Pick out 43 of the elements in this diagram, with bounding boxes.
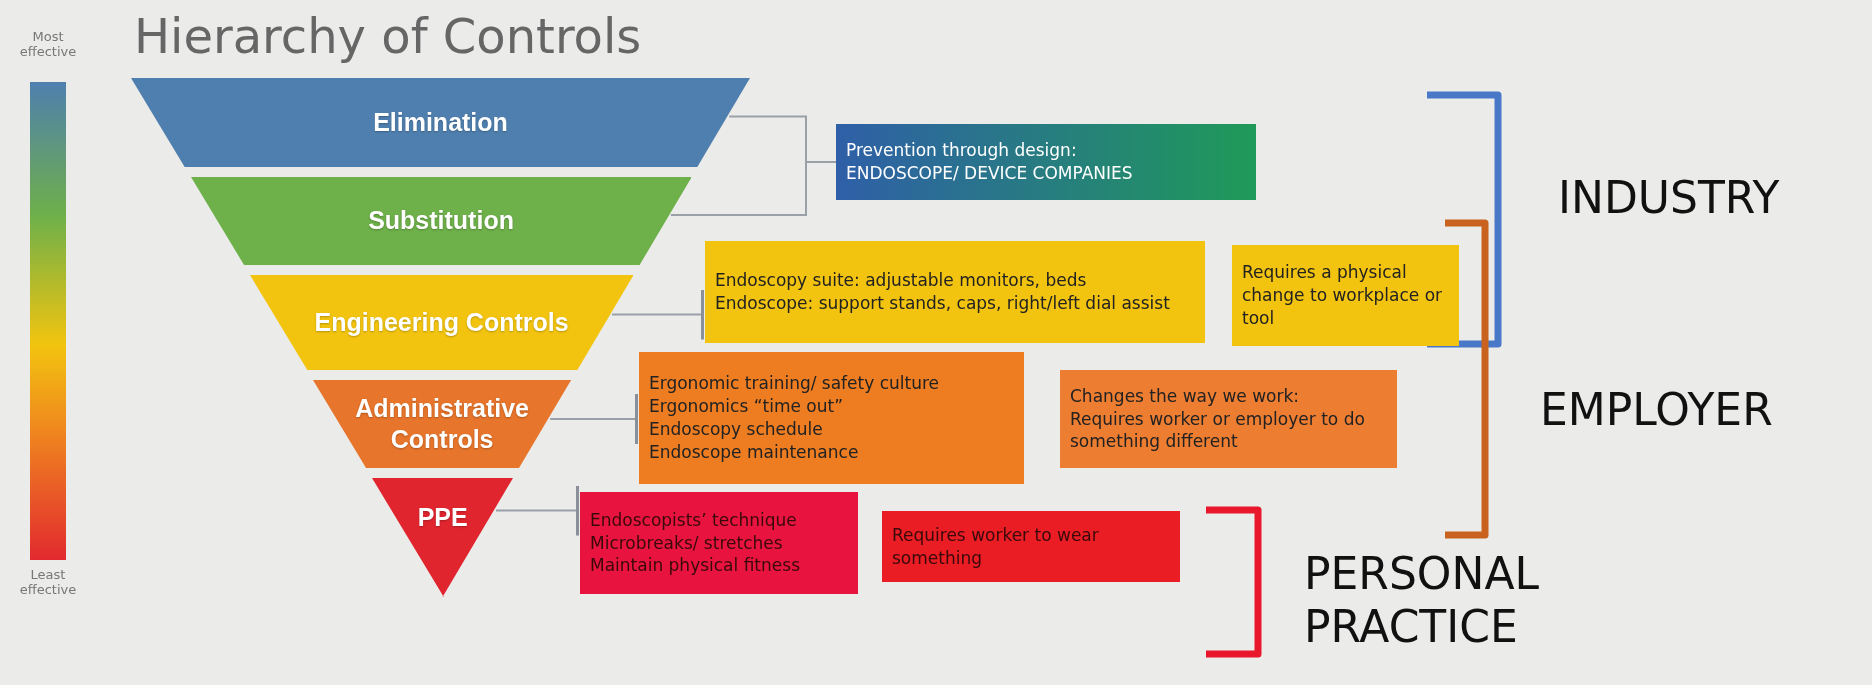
connector-line (494, 485, 579, 536)
title: Hierarchy of Controls (134, 8, 642, 64)
band-label: Elimination (373, 106, 508, 138)
note-box (882, 511, 1180, 582)
connector-line (611, 289, 704, 340)
connector-line (549, 394, 638, 444)
group-label: EMPLOYER (1540, 384, 1773, 437)
box-text: Requires a physical change to workplace or tool (1242, 261, 1444, 330)
box-text: Microbreaks/ stretches (590, 531, 784, 555)
box-text: Prevention through design: (846, 139, 1078, 162)
box-text: Requires worker or employer to do something different (1070, 407, 1366, 454)
box-text: Endoscopy schedule (649, 418, 824, 441)
box-text: Changes the way we work: (1070, 384, 1301, 408)
info-box (705, 241, 1205, 343)
box-text: Maintain physical fitness (590, 554, 801, 578)
group-label: PERSONAL PRACTICE (1304, 548, 1540, 654)
band-label: Substitution (368, 205, 514, 237)
band-label: Administrative Controls (354, 392, 530, 455)
info-box (580, 492, 858, 594)
info-box (836, 124, 1256, 200)
info-box (639, 352, 1024, 484)
box-text: Endoscope: support stands, caps, right/left dial assist (715, 292, 1171, 315)
note-box (1060, 370, 1397, 468)
group-label: INDUSTRY (1558, 172, 1780, 225)
box-text: ENDOSCOPE/ DEVICE COMPANIES (846, 162, 1134, 185)
box-text: Endoscope maintenance (649, 440, 860, 464)
note-box (1232, 245, 1459, 346)
pyramid-band (313, 380, 572, 468)
scale-label: Most effective (18, 30, 78, 60)
pyramid-band (372, 478, 514, 597)
effectiveness-gradient-bar (30, 82, 66, 560)
pyramid-band (190, 177, 692, 265)
box-text: Ergonomics “time out” (649, 395, 844, 418)
box-text: Requires worker to wear something (892, 523, 1100, 570)
connector-line (669, 161, 837, 216)
band-label: PPE (417, 501, 468, 533)
box-text: Endoscopists’ technique (590, 508, 798, 532)
scale-label: Least effective (18, 568, 78, 598)
pyramid-band (249, 275, 634, 370)
box-text: Endoscopy suite: adjustable monitors, beds (715, 269, 1088, 292)
pyramid-band (131, 78, 750, 167)
band-label: Engineering Controls (314, 306, 569, 338)
box-text: Ergonomic training/ safety culture (649, 372, 941, 396)
